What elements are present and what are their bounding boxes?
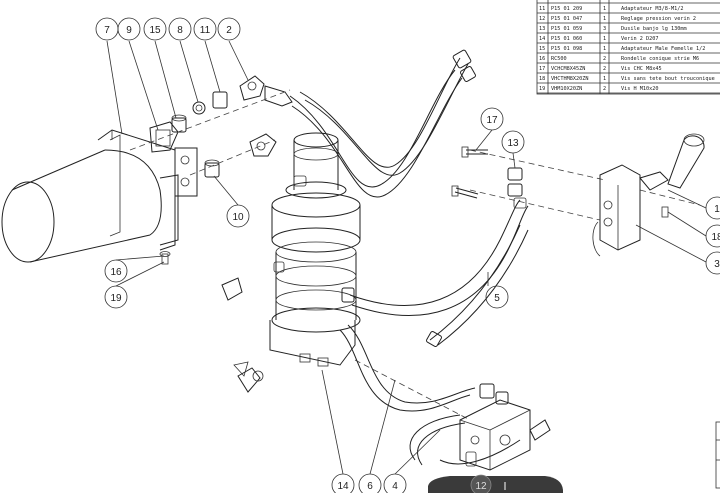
callout-14-label: 14 bbox=[337, 481, 349, 492]
bom-qty-14: 1 bbox=[603, 36, 606, 42]
callout-6-label: 6 bbox=[367, 481, 373, 492]
callout-19-label: 19 bbox=[110, 293, 122, 304]
callout-3-label: 3 bbox=[714, 259, 720, 270]
callout-18-label: 18 bbox=[711, 232, 720, 243]
bom-qty-18: 1 bbox=[603, 76, 606, 82]
callout-12-label: 12 bbox=[475, 481, 487, 492]
bom-ref-17: VCHCM8X45ZN bbox=[551, 66, 585, 72]
callout-9: 9 bbox=[117, 17, 141, 41]
callout-1-label: 1 bbox=[714, 204, 720, 215]
bom-item-18: 18 bbox=[539, 76, 545, 82]
bom-desc-19: Vis H M10x20 bbox=[621, 86, 658, 92]
bom-qty-17: 2 bbox=[603, 66, 606, 72]
callout-14: 14 bbox=[331, 473, 355, 493]
callout-13: 13 bbox=[501, 130, 525, 154]
bom-qty-15: 1 bbox=[603, 46, 606, 52]
bom-qty-13: 3 bbox=[603, 26, 606, 32]
bill-of-materials-table: 11 P15 01 209 1 Adaptateur M3/8-M1/2 12 … bbox=[536, 0, 720, 95]
fitting-stack-top bbox=[171, 75, 293, 133]
hoses bbox=[289, 49, 529, 466]
bom-ref-15: P15 01 098 bbox=[551, 46, 582, 52]
callout-7-label: 7 bbox=[104, 25, 110, 36]
callout-5: 5 bbox=[485, 285, 509, 309]
bom-qty-16: 2 bbox=[603, 56, 606, 62]
callout-16-label: 16 bbox=[110, 267, 122, 278]
bom-item-17: 17 bbox=[539, 66, 545, 72]
bom-item-13: 13 bbox=[539, 26, 545, 32]
bom-qty-11: 1 bbox=[603, 6, 606, 12]
callout-8: 8 bbox=[168, 17, 192, 41]
bom-ref-18: VHCTHM8X20ZN bbox=[551, 76, 588, 82]
electric-motor bbox=[1, 121, 198, 263]
callout-12: 12 bbox=[470, 474, 492, 493]
bom-item-16: 16 bbox=[539, 56, 545, 62]
callout-4-label: 4 bbox=[392, 481, 398, 492]
callout-4: 4 bbox=[383, 473, 407, 493]
bom-desc-16: Rondelle conique strie M6 bbox=[621, 56, 699, 62]
bottom-dark-tab bbox=[428, 476, 563, 493]
bom-ref-16: RC500 bbox=[551, 56, 567, 62]
bom-item-19: 19 bbox=[539, 86, 545, 92]
leader-lines bbox=[106, 40, 707, 475]
distributor-valve bbox=[592, 133, 705, 257]
motor-bolt bbox=[159, 251, 171, 265]
bom-ref-12: P15 01 047 bbox=[551, 16, 582, 22]
bom-ref-14: P15 01 060 bbox=[551, 36, 582, 42]
callout-1: 1 bbox=[705, 196, 720, 220]
bom-item-15: 15 bbox=[539, 46, 545, 52]
bom-ref-13: P15 01 059 bbox=[551, 26, 582, 32]
bom-qty-19: 2 bbox=[603, 86, 606, 92]
bom-desc-12: Reglage pression verin 2 bbox=[621, 16, 696, 22]
callout-17: 17 bbox=[480, 107, 504, 131]
bom-desc-11: Adaptateur M3/8-M1/2 bbox=[621, 6, 683, 12]
callout-13-label: 13 bbox=[507, 138, 519, 149]
callout-16: 16 bbox=[104, 259, 128, 283]
lower-valve-block bbox=[459, 383, 551, 471]
hydraulic-cylinder bbox=[269, 132, 361, 367]
callout-9-label: 9 bbox=[126, 25, 132, 36]
callout-6: 6 bbox=[358, 473, 382, 493]
bom-desc-17: Vis CHC M8x45 bbox=[621, 66, 662, 72]
bom-qty-12: 1 bbox=[603, 16, 606, 22]
callout-5-label: 5 bbox=[494, 293, 500, 304]
callout-15-label: 15 bbox=[149, 25, 161, 36]
bom-desc-14: Verin 2 D207 bbox=[621, 36, 658, 42]
callout-2-label: 2 bbox=[226, 25, 232, 36]
partial-title-block bbox=[715, 421, 720, 489]
bom-desc-13: Dusile banjo lg 130mm bbox=[621, 26, 687, 32]
bom-desc-15: Adaptateur Male Femelle 1/2 bbox=[621, 46, 705, 52]
callout-15: 15 bbox=[143, 17, 167, 41]
callout-7: 7 bbox=[95, 17, 119, 41]
callout-19: 19 bbox=[104, 285, 128, 309]
callout-3: 3 bbox=[705, 251, 720, 275]
bom-item-12: 12 bbox=[539, 16, 545, 22]
bom-desc-18: Vis sans tete bout trouconique bbox=[621, 76, 715, 82]
callout-11: 11 bbox=[193, 17, 217, 41]
callout-18: 18 bbox=[705, 224, 720, 248]
callout-10: 10 bbox=[226, 204, 250, 228]
callouts: 7 9 15 8 11 2 10 16 bbox=[95, 17, 720, 493]
bom-ref-11: P15 01 209 bbox=[551, 6, 582, 12]
bom-item-11: 11 bbox=[539, 6, 545, 12]
callout-11-label: 11 bbox=[200, 25, 211, 36]
bom-item-14: 14 bbox=[539, 36, 545, 42]
fitting-10 bbox=[204, 133, 277, 178]
callout-17-label: 17 bbox=[486, 115, 498, 126]
bom-ref-19: VHM10X20ZN bbox=[551, 86, 582, 92]
alignment-lines bbox=[129, 89, 701, 421]
callout-10-label: 10 bbox=[232, 212, 244, 223]
callout-2: 2 bbox=[217, 17, 241, 41]
bolts-17 bbox=[451, 146, 488, 199]
elbow-fittings bbox=[221, 277, 264, 393]
callout-8-label: 8 bbox=[177, 25, 183, 36]
